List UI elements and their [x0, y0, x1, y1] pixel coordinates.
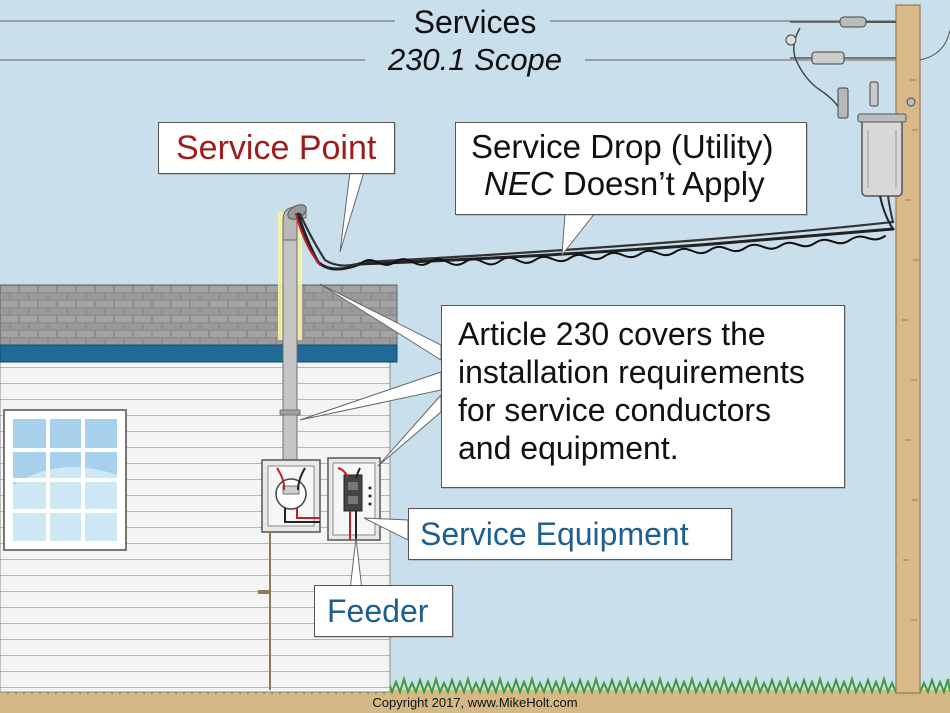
service-drop-cable — [295, 212, 895, 271]
article-230-callout: Article 230 covers the installation requ… — [441, 305, 845, 488]
pole-insulators — [785, 16, 950, 119]
callout-pointers — [299, 171, 597, 591]
article-line-4: and equipment. — [458, 430, 679, 466]
service-drop-callout: Service Drop (Utility) NEC Doesn’t Apply — [455, 122, 807, 215]
feeder-label: Feeder — [327, 593, 429, 629]
service-drop-label: Service Drop (Utility) — [471, 128, 774, 165]
diagram-subtitle: 230.1 Scope — [387, 42, 563, 77]
service-equipment-callout: Service Equipment — [408, 508, 732, 560]
diagram-title: Services — [413, 4, 537, 40]
service-panel — [327, 457, 381, 541]
meter-enclosure — [261, 459, 321, 533]
article-line-3: for service conductors — [458, 392, 772, 428]
utility-pole — [895, 4, 921, 694]
nec-note-rest: Doesn’t Apply — [553, 165, 765, 202]
article-line-2: installation requirements — [458, 354, 805, 390]
nec-abbrev: NEC — [484, 165, 554, 202]
roof-shingles — [0, 284, 398, 346]
window — [3, 409, 127, 551]
ground-clamp — [258, 590, 270, 594]
feeder-callout: Feeder — [314, 585, 453, 637]
pole-transformer — [857, 113, 907, 230]
service-point-label: Service Point — [176, 129, 377, 167]
ground — [0, 690, 950, 713]
service-point-callout: Service Point — [158, 122, 395, 174]
article-line-1: Article 230 covers the — [458, 316, 766, 352]
copyright-notice: Copyright 2017, www.MikeHolt.com — [372, 695, 578, 710]
service-equipment-label: Service Equipment — [420, 516, 689, 552]
roof-fascia — [0, 344, 398, 363]
service-mast — [279, 204, 307, 461]
nec-note: NEC Doesn’t Apply — [484, 165, 765, 203]
